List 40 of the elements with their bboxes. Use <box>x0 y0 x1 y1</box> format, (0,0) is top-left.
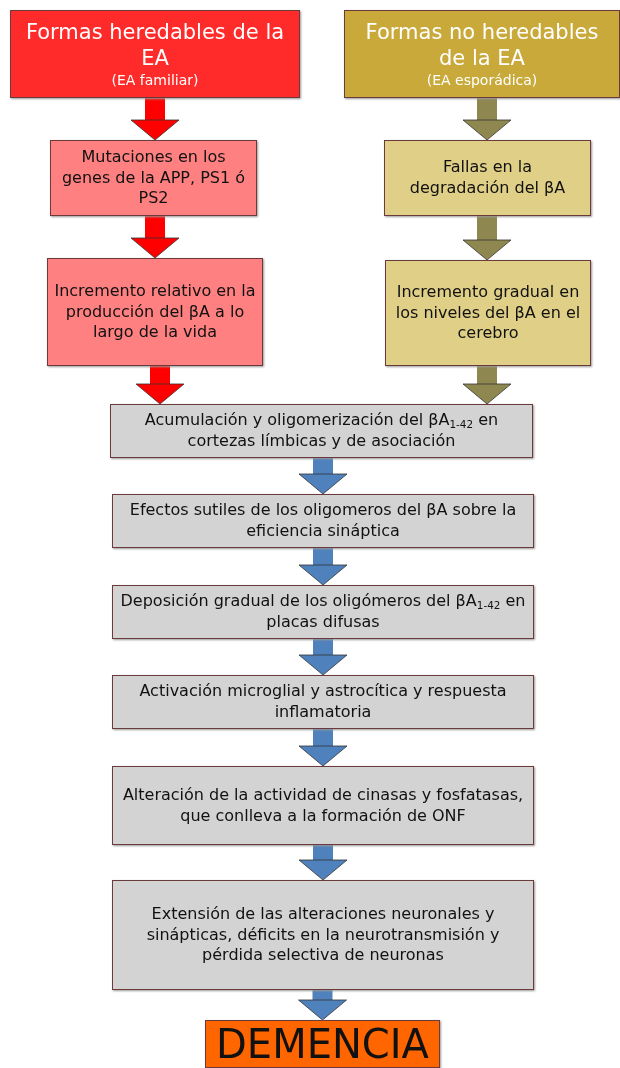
header-box <box>344 10 620 98</box>
process-box <box>110 404 533 458</box>
process-box <box>384 140 591 216</box>
block-arrow <box>130 98 180 141</box>
block-arrow <box>462 366 512 405</box>
process-box <box>385 260 591 366</box>
box-text: Extensión de las alteraciones neuronales y sinápticas, déficits en la neurotransmisión y pérdida selectiva de neuronas <box>145 903 501 967</box>
block-arrow <box>298 548 348 586</box>
block-arrow <box>298 845 348 881</box>
process-box <box>112 766 534 845</box>
block-arrow <box>135 366 185 405</box>
box-text: Deposición gradual de los oligómeros del βA$_{1-42}$ en placas difusas <box>119 591 527 633</box>
process-box <box>112 494 534 548</box>
block-arrow <box>130 216 180 259</box>
box-text: Activación microglial y astrocítica y respuesta inflamatoria <box>138 681 508 723</box>
box-text: DEMENCIA <box>216 1024 429 1064</box>
box-text: Alteración de la actividad de cinasas y fosfatasas, que conlleva a la formación de ONF <box>121 784 525 827</box>
block-arrow <box>298 639 348 676</box>
box-subtext: (EA esporádica) <box>426 71 538 89</box>
block-arrow <box>298 458 348 495</box>
process-box <box>47 258 263 366</box>
box-text: Formas heredables de la EA <box>24 19 286 72</box>
box-text: Acumulación y oligomerización del βA$_{1-42}$ en cortezas límbicas y de asociación <box>143 410 500 452</box>
process-box <box>112 675 534 729</box>
process-box <box>112 880 534 990</box>
box-subtext: (EA familiar) <box>111 71 199 89</box>
block-arrow <box>298 990 347 1021</box>
block-arrow <box>462 98 512 141</box>
header-box <box>10 10 300 98</box>
process-box <box>50 140 257 216</box>
block-arrow <box>462 216 512 261</box>
outcome-box <box>205 1020 440 1068</box>
box-text: Mutaciones en los genes de la APP, PS1 ó PS2 <box>60 146 247 210</box>
box-text: Fallas en la degradación del βA <box>408 157 567 199</box>
box-text: Formas no heredables de la EA <box>364 19 600 72</box>
box-text: Efectos sutiles de los oligomeros del βA sobre la eficiencia sináptica <box>128 500 518 542</box>
block-arrow <box>298 729 348 767</box>
process-box <box>112 585 534 639</box>
box-text: Incremento gradual en los niveles del βA en el cerebro <box>394 281 582 345</box>
box-text: Incremento relativo en la producción del βA a lo largo de la vida <box>54 280 256 344</box>
